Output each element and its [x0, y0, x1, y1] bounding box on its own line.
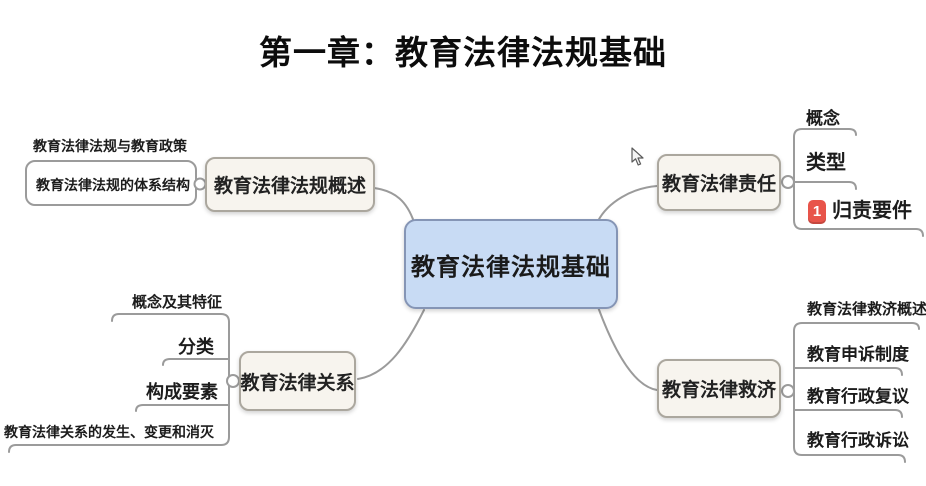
topic-duty-concept[interactable]: 概念 — [806, 109, 840, 128]
collapse-handle-relation[interactable] — [226, 374, 240, 388]
topic-remedy-appeal[interactable]: 教育申诉制度 — [807, 345, 909, 364]
edge-relation-classify — [162, 358, 230, 366]
topic-relation-lifecycle[interactable]: 教育法律关系的发生、变更和消灭 — [4, 424, 214, 440]
topic-remedy-review[interactable]: 教育行政复议 — [807, 387, 909, 406]
branch-remedy-label: 教育法律救济 — [661, 380, 776, 401]
edge-central-relation — [357, 309, 425, 380]
edge-relation-elements — [135, 404, 230, 412]
topic-laws-vs-policy[interactable]: 教育法律法规与教育政策 — [33, 138, 187, 154]
branch-duty[interactable]: 教育法律责任 — [657, 154, 781, 211]
central-topic-label: 教育法律法规基础 — [411, 253, 611, 281]
collapse-handle-duty[interactable] — [781, 175, 795, 189]
topic-duty-imputation-label: 归责要件 — [832, 200, 912, 222]
branch-overview-label: 教育法律法规概述 — [213, 176, 366, 197]
central-topic[interactable]: 教育法律法规基础 — [404, 219, 618, 309]
edge-central-duty — [597, 185, 658, 222]
branch-overview[interactable]: 教育法律法规概述 — [205, 157, 375, 212]
collapse-handle-overview[interactable] — [193, 177, 207, 191]
edge-central-overview — [373, 187, 415, 223]
topic-relation-concept[interactable]: 概念及其特征 — [131, 294, 222, 311]
mouse-cursor-icon — [631, 147, 644, 166]
topic-duty-type[interactable]: 类型 — [806, 152, 846, 174]
branch-relation-label: 教育法律关系 — [240, 372, 355, 394]
page-title: 第一章：教育法律法规基础 — [259, 34, 667, 71]
edge-remedy-review — [793, 409, 903, 418]
topic-system-structure[interactable]: 教育法律法规的体系结构 — [36, 177, 190, 193]
edge-duty-type — [793, 181, 857, 190]
branch-duty-label: 教育法律责任 — [661, 174, 776, 195]
branch-remedy[interactable]: 教育法律救济 — [657, 359, 781, 418]
topic-relation-elements[interactable]: 构成要素 — [146, 382, 218, 402]
branch-relation[interactable]: 教育法律关系 — [239, 351, 356, 411]
priority-1-marker-icon: 1 — [808, 199, 826, 224]
topic-remedy-litigation[interactable]: 教育行政诉讼 — [807, 431, 909, 450]
topic-remedy-overview[interactable]: 教育法律救济概述 — [807, 301, 926, 318]
edge-remedy-appeal — [793, 367, 903, 376]
topic-duty-imputation[interactable]: 1 归责要件 — [808, 194, 912, 224]
topic-relation-classify[interactable]: 分类 — [178, 337, 214, 357]
collapse-handle-remedy[interactable] — [781, 384, 795, 398]
edge-central-remedy — [597, 306, 658, 391]
